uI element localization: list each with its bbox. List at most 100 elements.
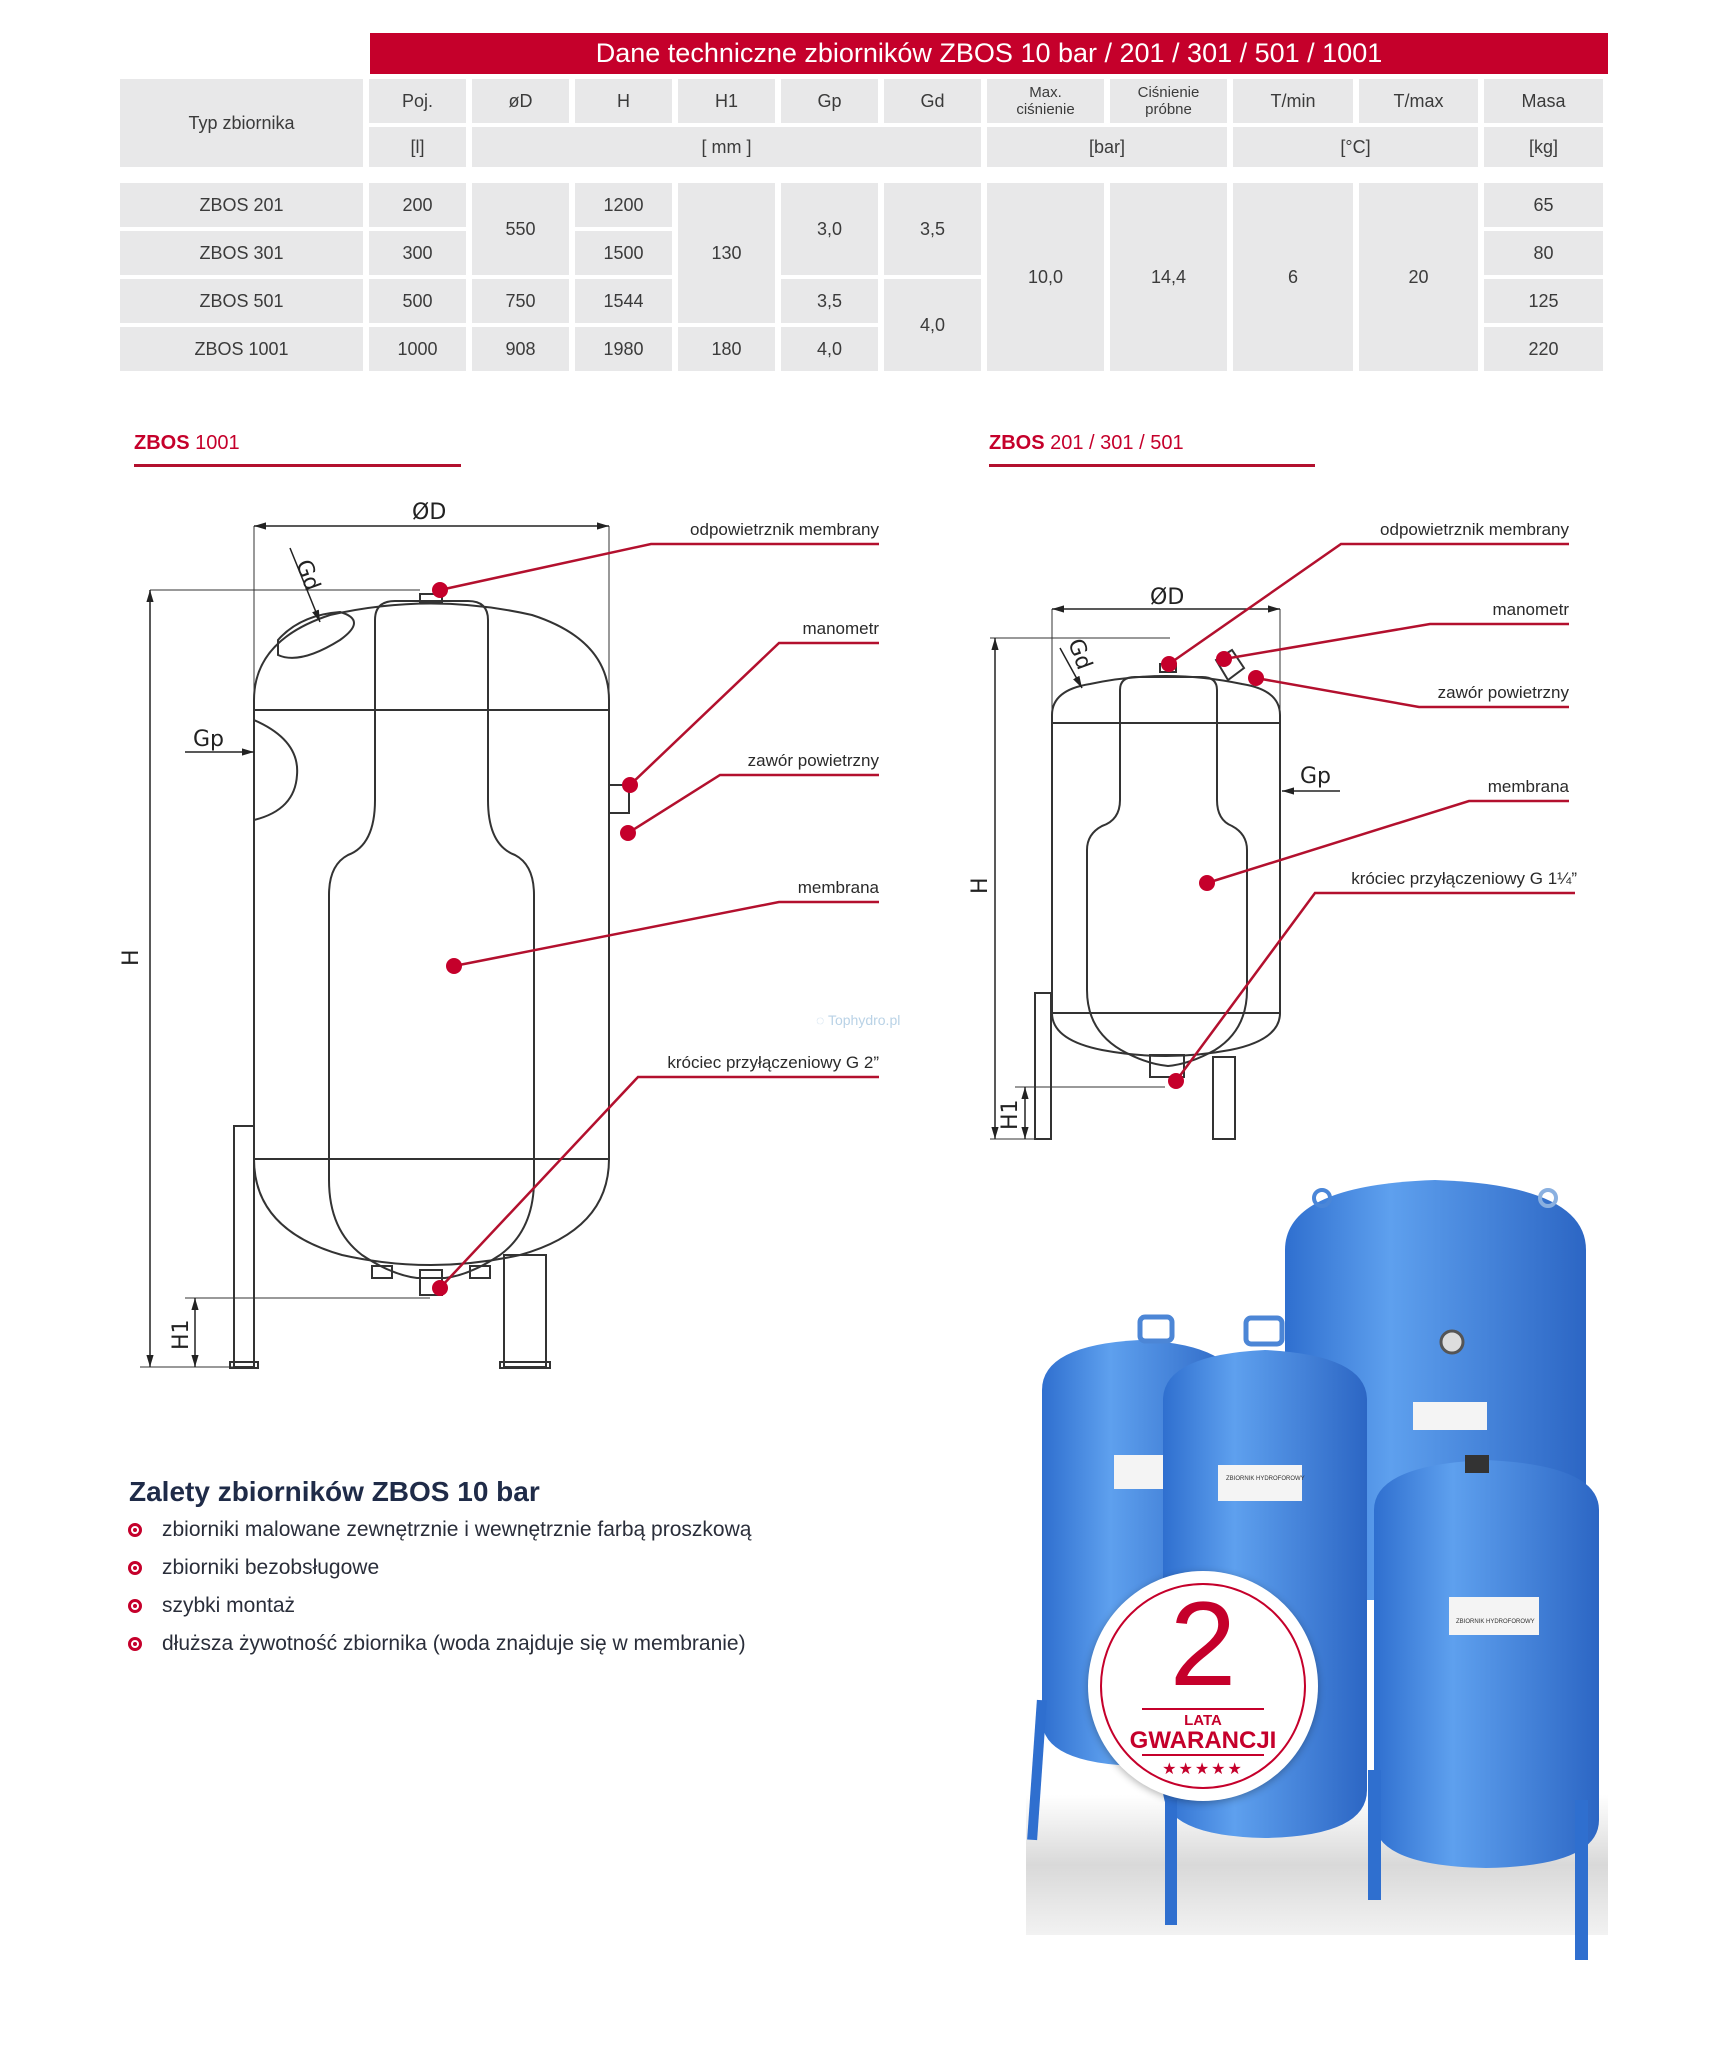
callout-zawor: zawór powietrzny: [1437, 683, 1569, 702]
dim-gp: Gp: [1300, 764, 1331, 789]
dim-gd: Gd: [1062, 636, 1096, 674]
drawing-left-title: ZBOS 1001: [134, 432, 240, 455]
cell-masa: 220: [1484, 327, 1603, 371]
unit-temp: [°C]: [1233, 127, 1478, 167]
unit-l: [l]: [369, 127, 466, 167]
cell-poj: 500: [369, 279, 466, 323]
title-underline: [134, 464, 461, 467]
header-h: H: [575, 79, 672, 123]
dim-gd: Gd: [290, 557, 324, 595]
header-masa: Masa: [1484, 79, 1603, 123]
header-gp: Gp: [781, 79, 878, 123]
callout-membrana: membrana: [797, 878, 879, 897]
cell-h: 1200: [575, 183, 672, 227]
dim-h: H: [968, 877, 993, 894]
header-cisn: Ciśnienie próbne: [1110, 79, 1227, 123]
callout-dot: [1199, 875, 1215, 891]
badge-divider: [1142, 1754, 1264, 1756]
tank-drawing-201-501: [990, 605, 1340, 1140]
callout-dot: [622, 777, 638, 793]
tech-data-table: Typ zbiornika Poj. øD H H1 Gp Gd Max. ci…: [120, 79, 1603, 371]
list-item: dłuższa żywotność zbiornika (woda znajdu…: [128, 1632, 746, 1656]
unit-bar: [bar]: [987, 127, 1227, 167]
title-rest: 1001: [189, 432, 240, 454]
header-gd: Gd: [884, 79, 981, 123]
table-title: Dane techniczne zbiorników ZBOS 10 bar /…: [370, 33, 1608, 74]
badge-divider: [1142, 1708, 1264, 1710]
cell-typ: ZBOS 201: [120, 183, 363, 227]
dim-h1: H1: [998, 1099, 1023, 1130]
bullet-icon: [128, 1637, 142, 1651]
product-label: ZBIORNIK HYDROFOROWY: [1456, 1619, 1535, 1625]
callout-dot: [1161, 656, 1177, 672]
unit-kg: [kg]: [1484, 127, 1603, 167]
callout-dot: [1168, 1073, 1184, 1089]
watermark-text: Tophydro.pl: [827, 1012, 901, 1028]
callout-dot: [1248, 670, 1264, 686]
header-typ: Typ zbiornika: [120, 79, 363, 167]
list-item: szybki montaż: [128, 1594, 295, 1618]
cell-tmin: 6: [1233, 183, 1353, 371]
title-rest: 201 / 301 / 501: [1044, 432, 1184, 454]
cell-masa: 125: [1484, 279, 1603, 323]
title-bold: ZBOS: [134, 432, 190, 454]
bullet-icon: [128, 1561, 142, 1575]
cell-poj: 300: [369, 231, 466, 275]
cell-od: 550: [472, 183, 569, 275]
header-tmax: T/max: [1359, 79, 1478, 123]
cell-gp: 4,0: [781, 327, 878, 371]
callout-leaders-left: [439, 542, 879, 1289]
cell-poj: 1000: [369, 327, 466, 371]
cell-h: 1500: [575, 231, 672, 275]
list-item-text: zbiorniki bezobsługowe: [162, 1556, 380, 1579]
badge-line2: GWARANCJI: [1129, 1727, 1277, 1754]
bullet-icon: [128, 1523, 142, 1537]
list-item: zbiorniki malowane zewnętrznie i wewnętr…: [128, 1518, 751, 1542]
list-item: zbiorniki bezobsługowe: [128, 1556, 379, 1580]
callout-manometr: manometr: [1492, 600, 1569, 619]
bullet-icon: [128, 1599, 142, 1613]
cell-od: 908: [472, 327, 569, 371]
unit-mm: [ mm ]: [472, 127, 981, 167]
cell-od: 750: [472, 279, 569, 323]
star-icons: ★★★★★: [1162, 1761, 1244, 1778]
callout-dot: [446, 958, 462, 974]
badge-ring: [1100, 1583, 1306, 1789]
callout-manometr: manometr: [802, 619, 879, 638]
callout-dot: [432, 582, 448, 598]
list-item-text: zbiorniki malowane zewnętrznie i wewnętr…: [162, 1518, 752, 1541]
list-item-text: dłuższa żywotność zbiornika (woda znajdu…: [162, 1632, 746, 1655]
cell-poj: 200: [369, 183, 466, 227]
drawing-right-title: ZBOS 201 / 301 / 501: [989, 432, 1184, 455]
cell-cisn: 14,4: [1110, 183, 1227, 371]
callout-membrana: membrana: [1487, 777, 1569, 796]
callout-odpowietrznik: odpowietrznik membrany: [1380, 520, 1569, 539]
header-od: øD: [472, 79, 569, 123]
callout-dot: [432, 1280, 448, 1296]
cell-h: 1544: [575, 279, 672, 323]
cell-max: 10,0: [987, 183, 1104, 371]
header-h1: H1: [678, 79, 775, 123]
cell-gp: 3,5: [781, 279, 878, 323]
advantages-heading: Zalety zbiorników ZBOS 10 bar: [129, 1476, 540, 1507]
dim-h1: H1: [169, 1319, 194, 1350]
callout-krociec: króciec przyłączeniowy G 2”: [667, 1053, 879, 1072]
product-label: ZBIORNIK HYDROFOROWY: [1226, 1476, 1305, 1482]
header-tmin: T/min: [1233, 79, 1353, 123]
title-bold: ZBOS: [989, 432, 1045, 454]
header-poj: Poj.: [369, 79, 466, 123]
cell-gd: 4,0: [884, 279, 981, 371]
cell-h1: 130: [678, 183, 775, 323]
cell-h1: 180: [678, 327, 775, 371]
dim-h: H: [119, 949, 144, 966]
watermark: ◌ Tophydro.pl: [816, 1012, 901, 1028]
cell-masa: 65: [1484, 183, 1603, 227]
tank-drawing-1001: [140, 522, 630, 1369]
title-underline: [989, 464, 1315, 467]
cell-typ: ZBOS 501: [120, 279, 363, 323]
callout-leaders-right: [1168, 542, 1575, 1082]
badge-number: 2: [1169, 1577, 1237, 1711]
callout-dot: [1216, 651, 1232, 667]
callout-odpowietrznik: odpowietrznik membrany: [690, 520, 879, 539]
badge-line1: LATA: [1184, 1712, 1222, 1729]
